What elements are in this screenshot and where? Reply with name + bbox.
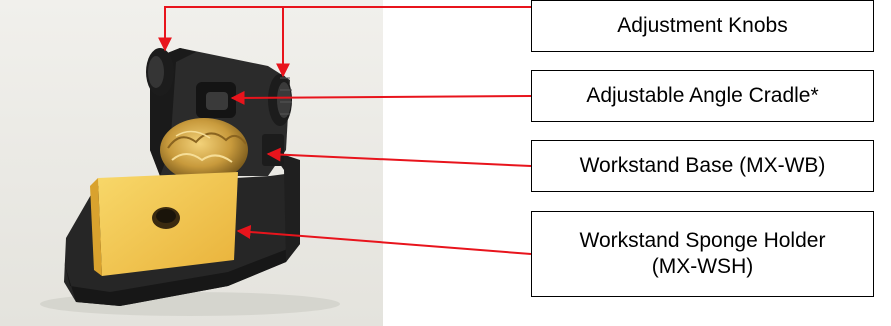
brass-tip-cleaner bbox=[160, 118, 248, 182]
callout-workstand-base: Workstand Base (MX-WB) bbox=[531, 140, 874, 192]
callout-adjustable-angle-cradle: Adjustable Angle Cradle* bbox=[531, 70, 874, 122]
workstand-photo bbox=[0, 0, 383, 326]
callout-workstand-sponge-holder: Workstand Sponge Holder (MX-WSH) bbox=[531, 211, 874, 297]
adjustment-knob-right bbox=[268, 74, 292, 126]
sponge bbox=[90, 172, 238, 276]
callout-adjustment-knobs: Adjustment Knobs bbox=[531, 0, 874, 52]
adjustment-knob-left bbox=[146, 48, 174, 96]
